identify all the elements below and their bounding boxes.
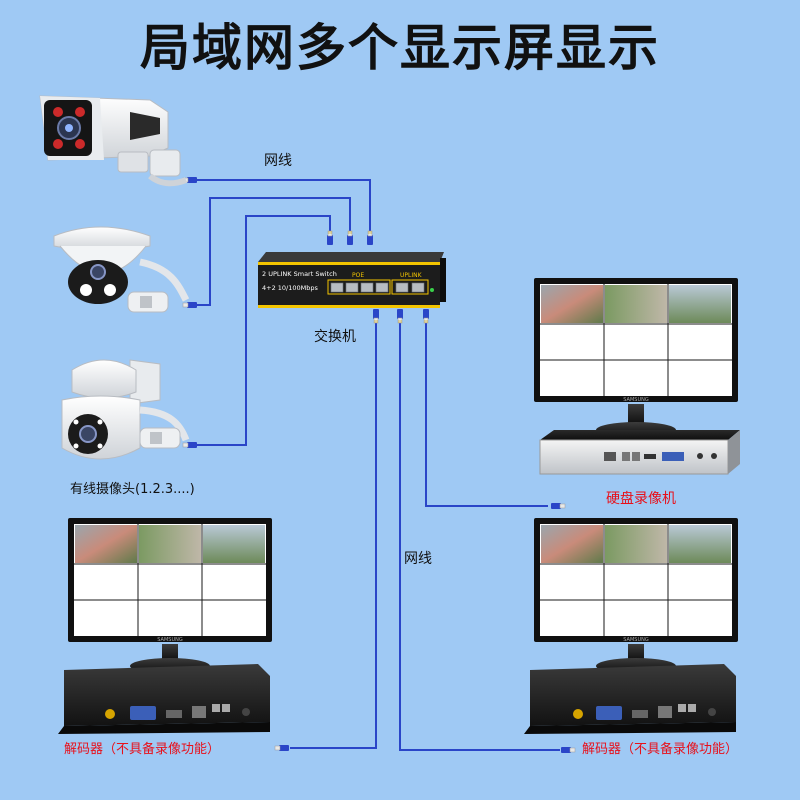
cable-decoder-left bbox=[290, 318, 377, 749]
monitor-brand: SAMSUNG bbox=[623, 637, 649, 643]
label-cameras: 有线摄像头(1.2.3....) bbox=[70, 482, 195, 497]
label-decoder-left: 解码器（不具备录像功能） bbox=[64, 742, 221, 757]
switch-poe-label: POE bbox=[352, 272, 364, 279]
switch-label-line2: 4+2 10/100Mbps bbox=[262, 284, 319, 292]
bullet-camera-icon bbox=[39, 95, 188, 187]
cable-nvr bbox=[425, 318, 548, 507]
switch-uplink-label: UPLINK bbox=[400, 272, 423, 279]
label-network-cable-top: 网线 bbox=[264, 153, 292, 169]
monitor-icon-bottom-left: SAMSUNG bbox=[68, 518, 272, 674]
monitor-icon-top-right: SAMSUNG bbox=[534, 278, 738, 438]
cable-dome-camera bbox=[192, 197, 351, 306]
label-switch: 交换机 bbox=[314, 329, 356, 345]
cable-ptz-camera bbox=[192, 215, 331, 446]
cable-decoder-right bbox=[399, 318, 560, 751]
cable-bullet-camera bbox=[192, 179, 371, 236]
ptz-camera-icon bbox=[61, 359, 190, 460]
label-network-cable-middle: 网线 bbox=[404, 551, 432, 567]
monitor-brand: SAMSUNG bbox=[623, 397, 649, 403]
decoder-box-icon-left bbox=[58, 664, 270, 734]
monitor-brand: SAMSUNG bbox=[157, 637, 183, 643]
monitor-icon-bottom-right: SAMSUNG bbox=[534, 518, 738, 674]
label-decoder-right: 解码器（不具备录像功能） bbox=[582, 742, 739, 757]
network-cables bbox=[192, 179, 560, 751]
page-title: 局域网多个显示屏显示 bbox=[140, 19, 660, 77]
dome-camera-icon bbox=[53, 226, 190, 313]
switch-label-line1: 2 UPLINK Smart Switch bbox=[262, 270, 337, 278]
network-switch-icon: 2 UPLINK Smart Switch 4+2 10/100Mbps POE… bbox=[258, 252, 446, 308]
decoder-box-icon-right bbox=[524, 664, 736, 734]
label-nvr: 硬盘录像机 bbox=[606, 491, 676, 507]
nvr-icon bbox=[539, 430, 740, 475]
